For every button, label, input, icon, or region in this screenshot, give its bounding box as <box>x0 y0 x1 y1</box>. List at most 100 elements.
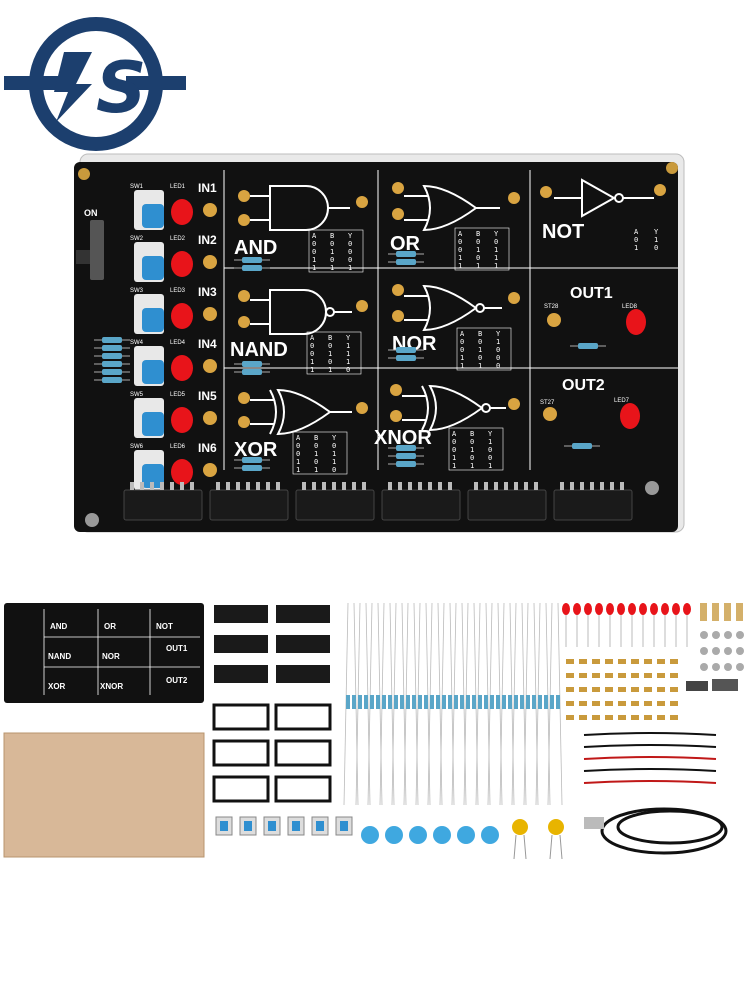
kit-resistor <box>406 695 410 709</box>
ic-pin <box>560 482 564 490</box>
test-point-label-2: ST27 <box>540 400 555 406</box>
ic-pin <box>504 482 508 490</box>
truth-table-cell: A <box>296 434 301 442</box>
push-button[interactable] <box>142 308 164 332</box>
slide-switch <box>686 681 708 691</box>
resistor <box>578 343 598 349</box>
truth-table-cell: 0 <box>460 338 464 346</box>
ic-pin <box>388 482 392 490</box>
truth-table-cell: 0 <box>488 454 492 462</box>
truth-table-cell: 1 <box>460 354 464 362</box>
input-pad <box>203 359 217 373</box>
resistor <box>102 337 122 343</box>
input-pad <box>203 203 217 217</box>
truth-table-cell: 1 <box>494 262 498 270</box>
gate-label-xnor: XNOR <box>374 427 432 449</box>
kit-button-cap <box>385 826 403 844</box>
kit-resistor <box>460 695 464 709</box>
kit-ic-chip <box>276 665 330 683</box>
kit-resistor <box>466 695 470 709</box>
kit-led <box>562 603 570 615</box>
truth-table-frame <box>306 331 362 375</box>
kit-gate-xor: XOR <box>48 682 66 691</box>
usb-cable <box>600 807 728 855</box>
truth-table-cell: B <box>476 230 480 238</box>
test-pin <box>670 715 678 720</box>
ic-pin <box>130 482 134 490</box>
truth-table-cell: 1 <box>458 254 462 262</box>
test-pin <box>592 715 600 720</box>
input-label: IN5 <box>198 389 217 403</box>
truth-table-cell: 1 <box>452 454 456 462</box>
kit-out-2: OUT2 <box>166 676 188 685</box>
truth-table-cell: 1 <box>312 264 316 272</box>
kit-resistor <box>400 695 404 709</box>
test-pin <box>592 701 600 706</box>
kit-resistor <box>472 695 476 709</box>
ic-pin <box>140 482 144 490</box>
test-pin <box>657 673 665 678</box>
kit-switch-cap <box>292 821 300 831</box>
kit-resistor <box>412 695 416 709</box>
resistor <box>102 361 122 367</box>
ic-pin <box>514 482 518 490</box>
gate-label-and: AND <box>234 237 277 259</box>
push-button[interactable] <box>142 360 164 384</box>
kit-resistor <box>538 695 542 709</box>
truth-table-cell: 0 <box>476 238 480 246</box>
test-pin <box>618 715 626 720</box>
truth-table-cell: 1 <box>314 450 318 458</box>
kit-resistor <box>514 695 518 709</box>
resistor <box>396 445 416 451</box>
kit-resistor <box>436 695 440 709</box>
ic-pin <box>524 482 528 490</box>
input-label: IN1 <box>198 181 217 195</box>
kit-resistor <box>364 695 368 709</box>
kit-resistor <box>388 695 392 709</box>
kit-led <box>617 603 625 615</box>
push-button[interactable] <box>142 256 164 280</box>
kit-components: AND OR NOT NAND NOR XOR XNOR OUT1 OUT2 <box>3 602 744 860</box>
truth-table-frame <box>292 431 348 475</box>
resistor <box>572 443 592 449</box>
gate-label-xor: XOR <box>234 439 278 461</box>
resistor <box>102 353 122 359</box>
truth-table-cell: 0 <box>348 248 352 256</box>
truth-table-cell: 0 <box>494 238 498 246</box>
test-pin <box>579 673 587 678</box>
resistor <box>242 361 262 367</box>
ic-chip <box>553 489 633 521</box>
push-button[interactable] <box>142 204 164 228</box>
screw <box>724 663 732 671</box>
ic-pin <box>342 482 346 490</box>
kit-resistor <box>352 695 356 709</box>
screw <box>700 663 708 671</box>
kit-switch-cap <box>220 821 228 831</box>
truth-table-cell: 1 <box>328 350 332 358</box>
led-label: LED1 <box>170 184 186 190</box>
out-led-label-2: LED7 <box>614 398 630 404</box>
switch-label: ON <box>84 208 98 218</box>
push-button[interactable] <box>142 464 164 488</box>
switch-label: SW4 <box>130 340 144 346</box>
test-pin <box>644 673 652 678</box>
test-point-label-1: ST28 <box>544 304 559 310</box>
resistor <box>102 345 122 351</box>
ic-pin <box>438 482 442 490</box>
truth-table-cell: 0 <box>330 256 334 264</box>
kit-resistor <box>478 695 482 709</box>
test-pin <box>566 715 574 720</box>
push-button[interactable] <box>142 412 164 436</box>
kit-resistor <box>502 695 506 709</box>
truth-table-cell: 0 <box>314 458 318 466</box>
ic-chip <box>123 489 203 521</box>
truth-table-frame <box>454 227 510 271</box>
ic-pin <box>448 482 452 490</box>
test-pin <box>670 673 678 678</box>
truth-table-cell: 1 <box>348 264 352 272</box>
led-label: LED5 <box>170 392 186 398</box>
ic-pin <box>276 482 280 490</box>
ic-pin <box>362 482 366 490</box>
kit-led <box>573 603 581 615</box>
truth-table-cell: 0 <box>296 442 300 450</box>
